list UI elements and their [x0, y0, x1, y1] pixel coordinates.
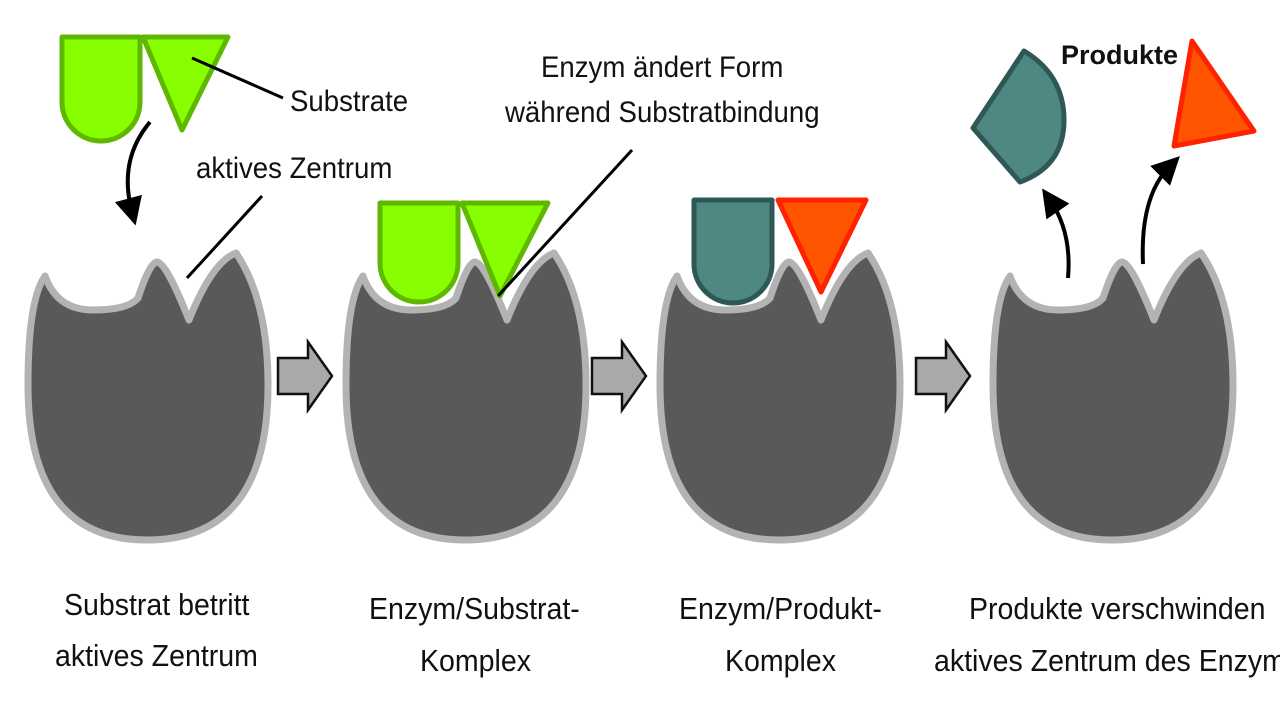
released-product-teal: [970, 48, 1067, 185]
substrate-label: Substrate: [290, 85, 409, 118]
step-arrow-1: [276, 338, 334, 414]
bound-product-orange: [775, 197, 869, 295]
step-arrow-2: [590, 338, 648, 414]
shape-change-label-line2: während Substratbindung: [505, 96, 820, 129]
substrate-triangle: [140, 34, 231, 133]
released-product-orange: [1171, 38, 1257, 149]
step4-caption-line2: aktives Zentrum des Enzyms: [934, 643, 1280, 678]
enzyme-3: [656, 249, 904, 544]
step-arrow-3: [914, 338, 972, 414]
product-exit-arrow-left: [1042, 188, 1071, 279]
shape-change-label-line1: Enzym ändert Form: [541, 51, 784, 84]
step1-caption-line1: Substrat betritt: [64, 587, 250, 622]
bound-substrate-half-disc: [377, 200, 461, 305]
shape-change-pointer-line: [496, 148, 634, 298]
substrate-half-disc: [59, 34, 143, 144]
step2-caption-line2: Komplex: [420, 643, 531, 678]
active-site-label: aktives Zentrum: [196, 152, 393, 185]
enzyme-1: [24, 249, 272, 544]
step4-caption-line1: Produkte verschwinden: [969, 591, 1266, 626]
substrate-entry-arrow: [114, 120, 152, 226]
active-site-pointer-line: [185, 194, 264, 280]
products-label: Produkte: [1061, 40, 1179, 70]
step2-caption-line1: Enzym/Substrat-: [369, 591, 580, 626]
product-exit-arrow-right: [1140, 156, 1180, 265]
substrate-pointer-line: [191, 56, 284, 100]
step1-caption-line2: aktives Zentrum: [55, 638, 258, 673]
step3-caption-line1: Enzym/Produkt-: [679, 591, 882, 626]
enzyme-2: [342, 249, 590, 544]
enzyme-4: [989, 249, 1237, 544]
bound-substrate-triangle: [459, 200, 551, 299]
bound-product-teal: [691, 197, 775, 306]
step3-caption-line2: Komplex: [725, 643, 836, 678]
